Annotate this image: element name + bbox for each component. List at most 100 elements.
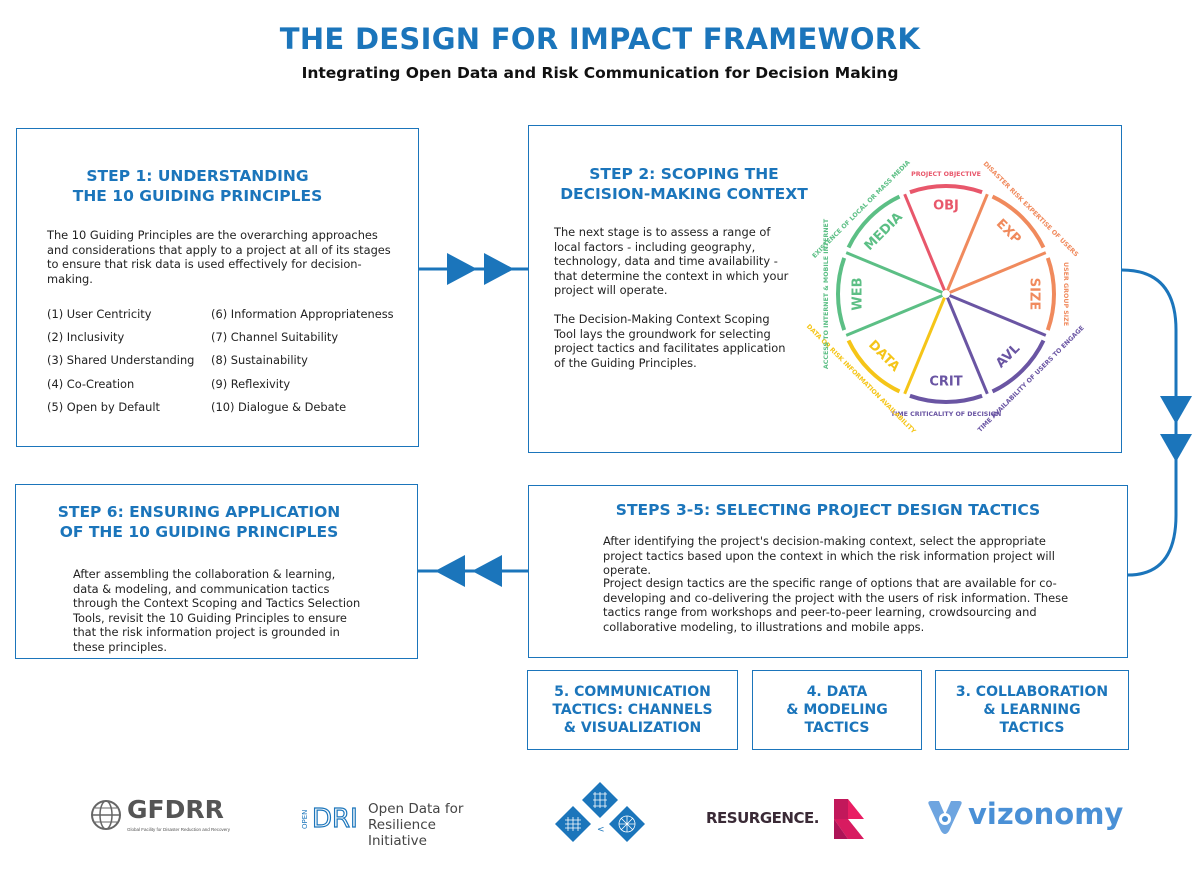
wheel-code-web: WEB — [851, 277, 866, 310]
step2-paragraph-1: The next stage is to assess a range of l… — [554, 225, 789, 297]
tactic-label-line: 5. COMMUNICATION — [554, 684, 711, 700]
step2-title-line1: STEP 2: SCOPING THE — [589, 165, 779, 183]
wheel-spoke — [944, 293, 989, 395]
principle-item: (9) Reflexivity — [211, 376, 291, 391]
page-title: THE DESIGN FOR IMPACT FRAMEWORK — [279, 22, 921, 56]
wheel-spoke — [903, 293, 948, 395]
odri-mark: DRI — [312, 804, 358, 834]
tactic-label-line: 4. DATA — [806, 684, 868, 700]
wheel-spokes — [845, 193, 1047, 395]
principle-item: (6) Information Appropriateness — [211, 307, 394, 321]
arrow-down-icon — [1160, 396, 1192, 424]
tactic-label-line: TACTICS: CHANNELS — [552, 702, 713, 718]
steps-3-5-card: STEPS 3-5: SELECTING PROJECT DESIGN TACT… — [528, 485, 1128, 658]
wheel-arc-media — [846, 194, 901, 249]
vizonomy-mark-icon — [928, 801, 962, 834]
step6-title-line2: OF THE 10 GUIDING PRINCIPLES — [59, 523, 339, 541]
communication-tactics-box: 5. COMMUNICATION TACTICS: CHANNELS & VIS… — [527, 670, 738, 750]
wheel-arc-obj — [909, 184, 983, 195]
wheel-code-crit: CRIT — [929, 375, 962, 390]
odri-logo: OPEN DRI Open Data for Resilience Initia… — [298, 796, 498, 849]
arrow-left-icon — [472, 555, 502, 587]
tactic-label-line: & MODELING — [786, 702, 888, 718]
principle-item: (8) Sustainability — [211, 353, 308, 368]
step2-title: STEP 2: SCOPING THE DECISION-MAKING CONT… — [529, 164, 839, 204]
odri-name-line2: Resilience Initiative — [368, 817, 436, 849]
step1-card: STEP 1: UNDERSTANDING THE 10 GUIDING PRI… — [16, 128, 419, 447]
data-modeling-tactics-box: 4. DATA & MODELING TACTICS — [752, 670, 922, 750]
step1-description: The 10 Guiding Principles are the overar… — [47, 228, 391, 286]
arrow-down-icon — [1160, 434, 1192, 462]
wheel-code-exp: EXP — [993, 216, 1024, 247]
step2-paragraph-2: The Decision-Making Context Scoping Tool… — [554, 312, 786, 370]
wheel-arc-crit — [909, 393, 983, 404]
gfdrr-wordmark: GFDRR — [127, 795, 224, 824]
wheel-label-web: ACCESS TO INTERNET & MOBILE INTERNET — [823, 218, 830, 369]
collaboration-learning-tactics-box: 3. COLLABORATION & LEARNING TACTICS — [935, 670, 1129, 750]
principles-column-1: (1) User Centricity (2) Inclusivity (3) … — [47, 307, 194, 423]
tactic-label-line: & LEARNING — [983, 702, 1081, 718]
wheel-arc-exp — [991, 194, 1046, 249]
resurgence-mark-icon — [834, 799, 864, 839]
steps-3-5-title: STEPS 3-5: SELECTING PROJECT DESIGN TACT… — [615, 501, 1041, 519]
steps-3-5-paragraph-2: Project design tactics are the specific … — [603, 576, 1069, 634]
step2-card: STEP 2: SCOPING THE DECISION-MAKING CONT… — [528, 125, 1122, 453]
wheel-label-obj: PROJECT OBJECTIVE — [911, 171, 981, 178]
wheel-spoke — [845, 251, 947, 296]
tactic-label-line: TACTICS — [999, 720, 1065, 736]
vizonomy-wordmark: vizonomy — [968, 797, 1124, 831]
wheel-spoke — [903, 193, 948, 295]
tactic-label-line: TACTICS — [804, 720, 870, 736]
wheel-code-size: SIZE — [1027, 278, 1042, 311]
arrow-right-icon — [484, 253, 514, 285]
principle-item: (1) User Centricity — [47, 307, 152, 321]
odri-mark-icon: OPEN DRI — [301, 803, 358, 834]
resurgence-wordmark: RESURGENCE. — [706, 809, 819, 827]
arrow-right-icon — [447, 253, 477, 285]
globe-icon — [91, 800, 121, 830]
vizonomy-logo: vizonomy — [925, 795, 1123, 840]
svg-text:<: < — [597, 825, 605, 835]
step6-title: STEP 6: ENSURING APPLICATION OF THE 10 G… — [16, 502, 417, 542]
wheel-spoke — [945, 251, 1047, 296]
principle-item: (7) Channel Suitability — [211, 330, 339, 345]
principle-item: (4) Co-Creation — [47, 376, 135, 391]
step6-card: STEP 6: ENSURING APPLICATION OF THE 10 G… — [15, 484, 418, 659]
resurgence-logo: RESURGENCE. — [706, 797, 876, 842]
wheel-code-avl: AVL — [993, 341, 1023, 371]
wheel-arcs — [836, 184, 1056, 404]
principle-item: (2) Inclusivity — [47, 330, 125, 345]
gfdrr-subtitle: Global Facility for Disaster Reduction a… — [127, 827, 231, 832]
tactic-label-line: 3. COLLABORATION — [955, 684, 1109, 700]
wheel-label-crit: TIME CRITICALITY OF DECISION — [891, 411, 1002, 418]
tactic-label-line: & VISUALIZATION — [563, 720, 702, 736]
wheel-label-media: EXISTENCE OF LOCAL OR MASS MEDIA — [811, 159, 912, 260]
page-subtitle: Integrating Open Data and Risk Communica… — [301, 64, 899, 82]
wheel-label-data: DATA OR RISK INFORMATION AVAILABILITY — [805, 323, 917, 435]
principle-item: (10) Dialogue & Debate — [211, 399, 347, 414]
wheel-hub — [942, 290, 950, 298]
wheel-arc-size — [1045, 257, 1056, 331]
arrow-left-icon — [435, 555, 465, 587]
steps-3-5-paragraph-1: After identifying the project's decision… — [603, 534, 1055, 577]
connector-curve-2-35 — [1121, 268, 1178, 577]
step1-title-line2: THE 10 GUIDING PRINCIPLES — [72, 187, 323, 205]
principles-column-2: (6) Information Appropriateness (7) Chan… — [211, 307, 394, 423]
wheel-arc-web — [836, 257, 847, 331]
wheel-spoke — [945, 292, 1047, 337]
step2-title-line2: DECISION-MAKING CONTEXT — [560, 185, 808, 203]
wheel-code-obj: OBJ — [933, 199, 959, 214]
wheel-spoke — [944, 193, 989, 295]
wheel-label-exp: DISASTER RISK EXPERTISE OF USERS — [982, 161, 1080, 259]
odri-name-line1: Open Data for — [368, 801, 464, 817]
step1-title: STEP 1: UNDERSTANDING THE 10 GUIDING PRI… — [17, 166, 418, 206]
principle-item: (3) Shared Understanding — [47, 353, 195, 368]
gfdrr-logo: GFDRR Global Facility for Disaster Reduc… — [90, 795, 240, 840]
step1-title-line1: STEP 1: UNDERSTANDING — [86, 167, 309, 185]
wheel-label-size: USER GROUP SIZE — [1062, 262, 1069, 326]
wheel-arc-avl — [991, 339, 1046, 394]
wheel-spoke — [845, 292, 947, 337]
odri-open-prefix: OPEN — [301, 810, 309, 829]
